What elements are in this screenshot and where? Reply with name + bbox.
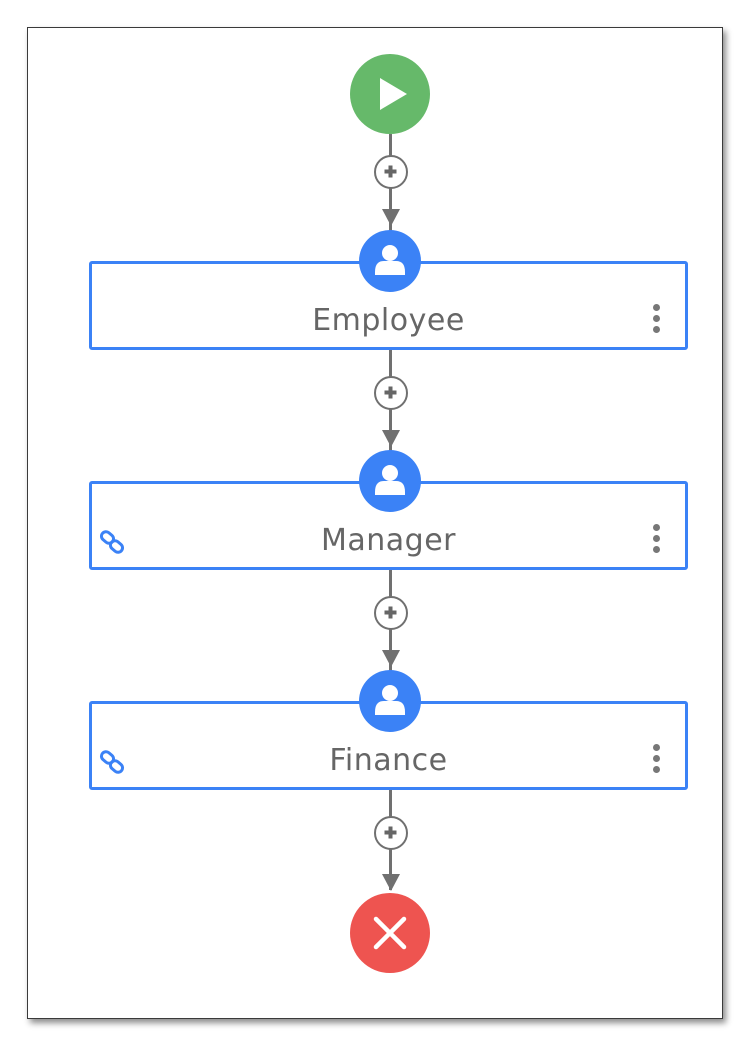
connector-line xyxy=(389,570,392,690)
end-event[interactable] xyxy=(350,893,430,973)
add-step-button[interactable] xyxy=(374,376,408,410)
arrow-head xyxy=(382,650,400,667)
user-icon xyxy=(359,450,421,512)
plus-icon xyxy=(384,606,397,619)
close-icon xyxy=(373,916,407,950)
kebab-menu-icon[interactable] xyxy=(647,304,665,340)
arrow-head xyxy=(382,874,400,891)
link-icon[interactable] xyxy=(98,529,128,559)
add-step-button[interactable] xyxy=(374,596,408,630)
arrow-head xyxy=(382,209,400,226)
kebab-menu-icon[interactable] xyxy=(647,524,665,560)
step-label: Employee xyxy=(312,303,465,338)
step-label: Manager xyxy=(321,523,456,558)
connector-line xyxy=(389,134,392,250)
plus-icon xyxy=(384,165,397,178)
add-step-button[interactable] xyxy=(374,155,408,189)
plus-icon xyxy=(384,386,397,399)
step-label: Finance xyxy=(329,743,448,778)
add-step-button[interactable] xyxy=(374,816,408,850)
kebab-menu-icon[interactable] xyxy=(647,744,665,780)
user-icon xyxy=(359,670,421,732)
play-icon xyxy=(380,78,407,110)
arrow-head xyxy=(382,430,400,447)
connector-line xyxy=(389,350,392,470)
user-icon xyxy=(359,230,421,292)
plus-icon xyxy=(384,826,397,839)
link-icon[interactable] xyxy=(98,749,128,779)
start-event[interactable] xyxy=(350,54,430,134)
workflow-canvas: Employee Manager xyxy=(27,27,723,1019)
